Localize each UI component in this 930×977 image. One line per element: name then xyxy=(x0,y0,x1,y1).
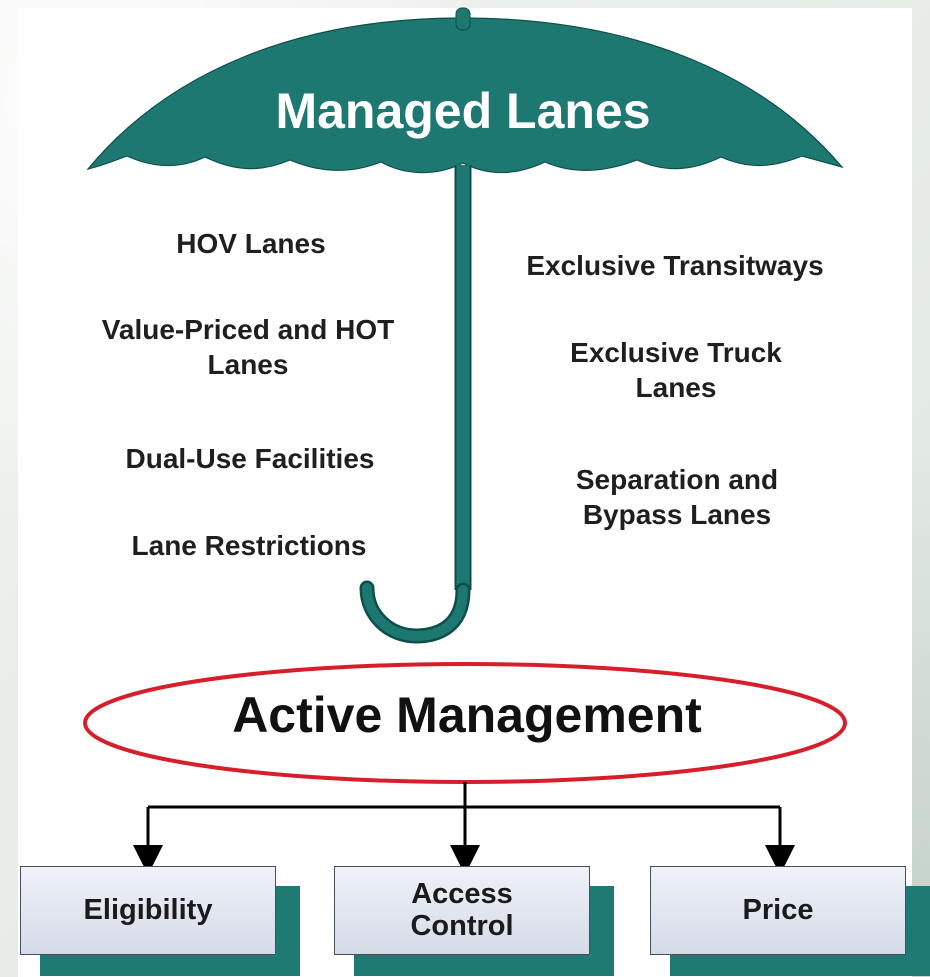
active-management-label: Active Management xyxy=(232,687,702,743)
right-item-exclusive-transitways: Exclusive Transitways xyxy=(526,250,824,281)
right-item-exclusive-truck-lanes: Exclusive Truck Lanes xyxy=(570,337,782,403)
access-control-box: Access Control xyxy=(334,866,616,977)
left-item-lane-restrictions: Lane Restrictions xyxy=(131,530,367,561)
left-item-value-priced-hot-lanes: Value-Priced and HOT Lanes xyxy=(101,314,395,380)
price-box-face: Price xyxy=(650,866,906,955)
left-item-dual-use-facilities: Dual-Use Facilities xyxy=(125,443,375,474)
umbrella-tip xyxy=(455,7,471,31)
right-item-separation-bypass-lanes: Separation and Bypass Lanes xyxy=(575,464,779,530)
access-control-box-face: Access Control xyxy=(334,866,590,955)
price-label: Price xyxy=(742,893,814,926)
access-control-label: Access Control xyxy=(410,878,514,942)
left-item-hov-lanes: HOV Lanes xyxy=(176,228,326,259)
eligibility-box-face: Eligibility xyxy=(20,866,276,955)
eligibility-box: Eligibility xyxy=(20,866,302,977)
umbrella-title: Managed Lanes xyxy=(275,83,651,139)
umbrella-canopy xyxy=(86,17,844,174)
price-box: Price xyxy=(650,866,930,977)
eligibility-label: Eligibility xyxy=(83,893,213,926)
